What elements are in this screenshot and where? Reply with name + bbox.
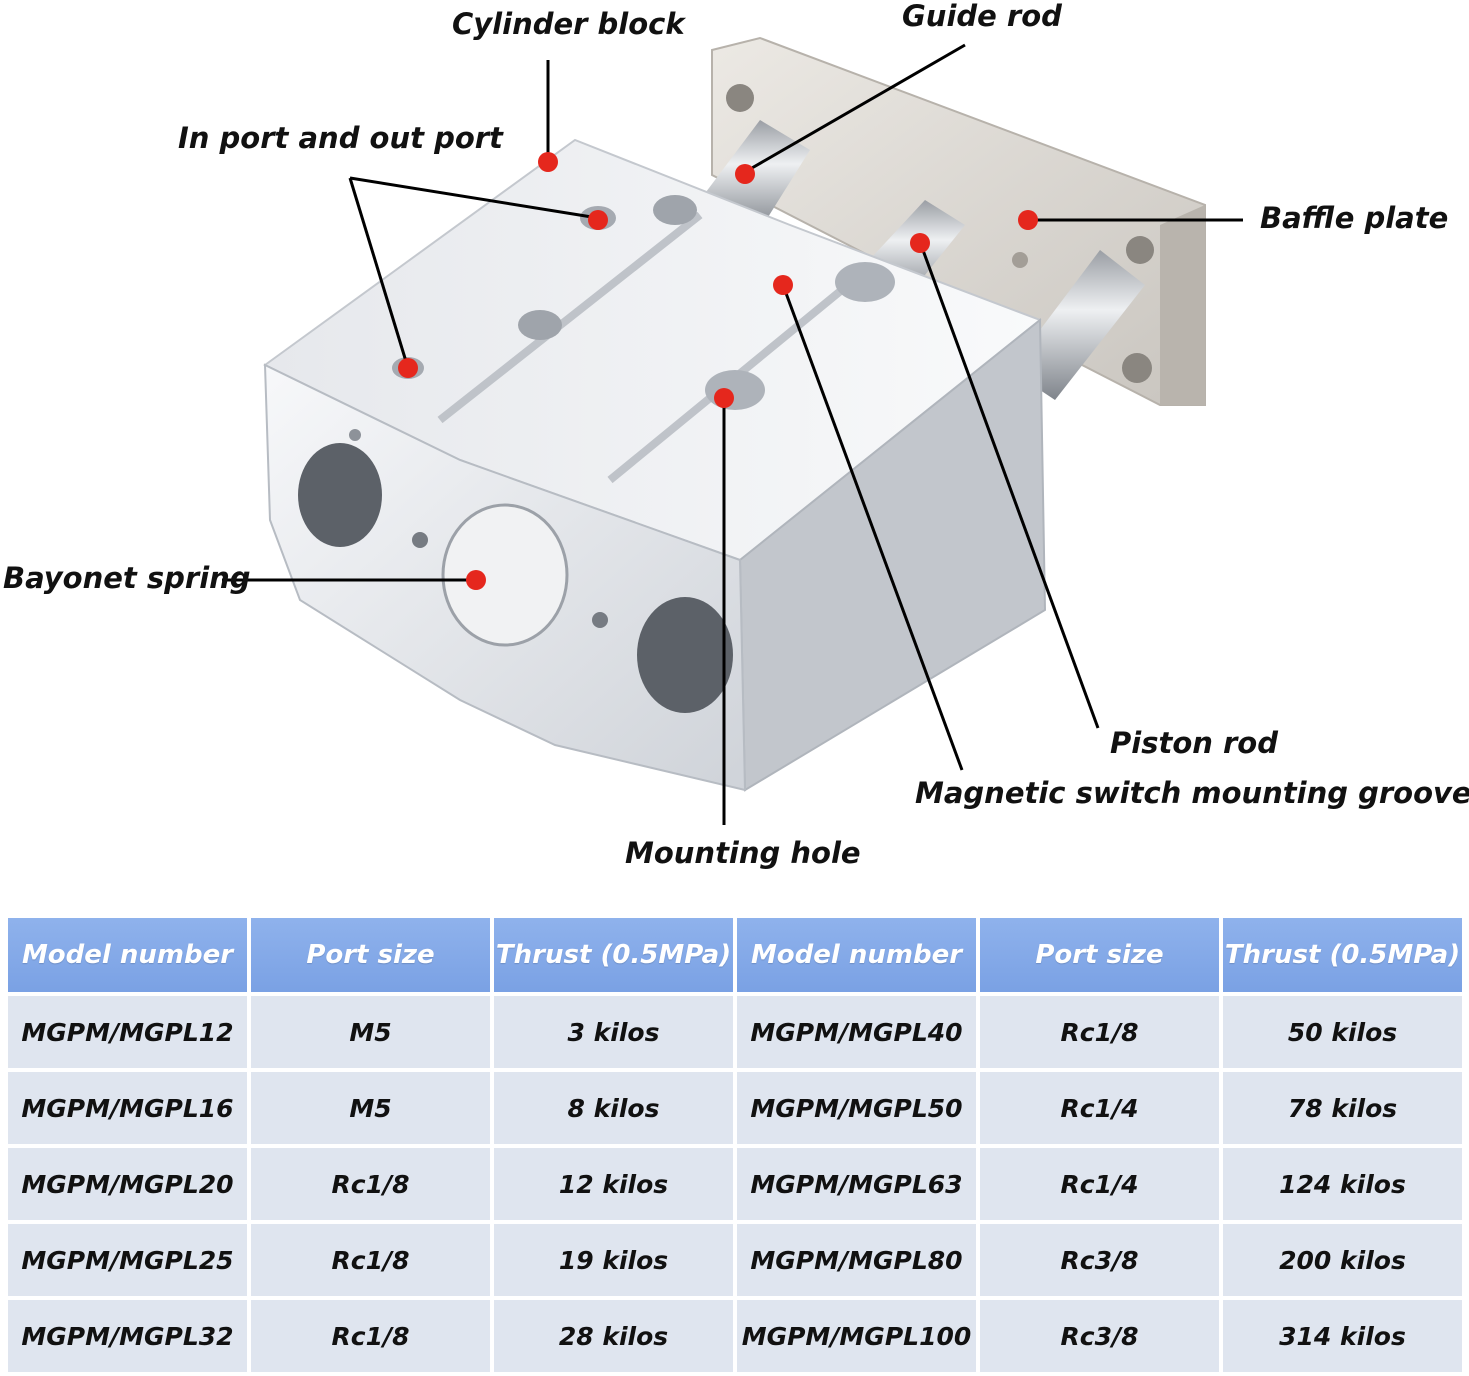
cell: M5	[251, 996, 490, 1068]
header-model-number-1: Model number	[8, 918, 247, 992]
cell: 200 kilos	[1223, 1224, 1462, 1296]
cell: Rc1/8	[251, 1148, 490, 1220]
header-thrust-1: Thrust (0.5MPa)	[494, 918, 733, 992]
table-row: MGPM/MGPL32 Rc1/8 28 kilos MGPM/MGPL100 …	[8, 1300, 1462, 1372]
marker-bayonet-spring	[466, 570, 486, 590]
cell: Rc1/8	[980, 996, 1219, 1068]
table-row: MGPM/MGPL16 M5 8 kilos MGPM/MGPL50 Rc1/4…	[8, 1072, 1462, 1144]
marker-baffle-plate	[1018, 210, 1038, 230]
label-baffle-plate: Baffle plate	[1260, 201, 1448, 235]
cell: Rc3/8	[980, 1224, 1219, 1296]
cell: 12 kilos	[494, 1148, 733, 1220]
cell: 78 kilos	[1223, 1072, 1462, 1144]
spec-table: Model number Port size Thrust (0.5MPa) M…	[4, 914, 1466, 1376]
marker-magnetic-groove	[773, 275, 793, 295]
cell: MGPM/MGPL25	[8, 1224, 247, 1296]
header-port-size-1: Port size	[251, 918, 490, 992]
cell: M5	[251, 1072, 490, 1144]
marker-guide-rod	[735, 164, 755, 184]
table-row: MGPM/MGPL12 M5 3 kilos MGPM/MGPL40 Rc1/8…	[8, 996, 1462, 1068]
leader-lines	[222, 43, 1243, 825]
table-row: MGPM/MGPL20 Rc1/8 12 kilos MGPM/MGPL63 R…	[8, 1148, 1462, 1220]
label-guide-rod: Guide rod	[902, 0, 1062, 33]
cell: 8 kilos	[494, 1072, 733, 1144]
cell: 28 kilos	[494, 1300, 733, 1372]
header-thrust-2: Thrust (0.5MPa)	[1223, 918, 1462, 992]
cell: Rc1/8	[251, 1224, 490, 1296]
label-bayonet-spring: Bayonet spring	[3, 561, 251, 595]
cell: MGPM/MGPL40	[737, 996, 976, 1068]
table-row: MGPM/MGPL25 Rc1/8 19 kilos MGPM/MGPL80 R…	[8, 1224, 1462, 1296]
marker-in-port	[588, 210, 608, 230]
cell: 314 kilos	[1223, 1300, 1462, 1372]
cell: Rc3/8	[980, 1300, 1219, 1372]
cylinder-diagram: Cylinder block Guide rod In port and out…	[3, 0, 1469, 870]
cell: 124 kilos	[1223, 1148, 1462, 1220]
label-cylinder-block: Cylinder block	[452, 7, 686, 41]
cell: MGPM/MGPL16	[8, 1072, 247, 1144]
cell: MGPM/MGPL50	[737, 1072, 976, 1144]
marker-mounting-hole	[714, 388, 734, 408]
label-piston-rod: Piston rod	[1110, 726, 1278, 760]
cell: MGPM/MGPL12	[8, 996, 247, 1068]
cell: MGPM/MGPL100	[737, 1300, 976, 1372]
cell: MGPM/MGPL32	[8, 1300, 247, 1372]
header-port-size-2: Port size	[980, 918, 1219, 992]
cell: MGPM/MGPL63	[737, 1148, 976, 1220]
marker-piston-rod	[910, 233, 930, 253]
cell: MGPM/MGPL20	[8, 1148, 247, 1220]
table-header-row: Model number Port size Thrust (0.5MPa) M…	[8, 918, 1462, 992]
cell: 50 kilos	[1223, 996, 1462, 1068]
cell: Rc1/8	[251, 1300, 490, 1372]
cell: MGPM/MGPL80	[737, 1224, 976, 1296]
marker-out-port	[398, 358, 418, 378]
cell: Rc1/4	[980, 1072, 1219, 1144]
cell: Rc1/4	[980, 1148, 1219, 1220]
header-model-number-2: Model number	[737, 918, 976, 992]
markers	[398, 152, 1038, 590]
cell: 3 kilos	[494, 996, 733, 1068]
label-magnetic-groove: Magnetic switch mounting groove	[915, 776, 1469, 810]
marker-cylinder-block	[538, 152, 558, 172]
label-mounting-hole: Mounting hole	[625, 836, 861, 870]
label-in-out-port: In port and out port	[178, 121, 504, 155]
cell: 19 kilos	[494, 1224, 733, 1296]
